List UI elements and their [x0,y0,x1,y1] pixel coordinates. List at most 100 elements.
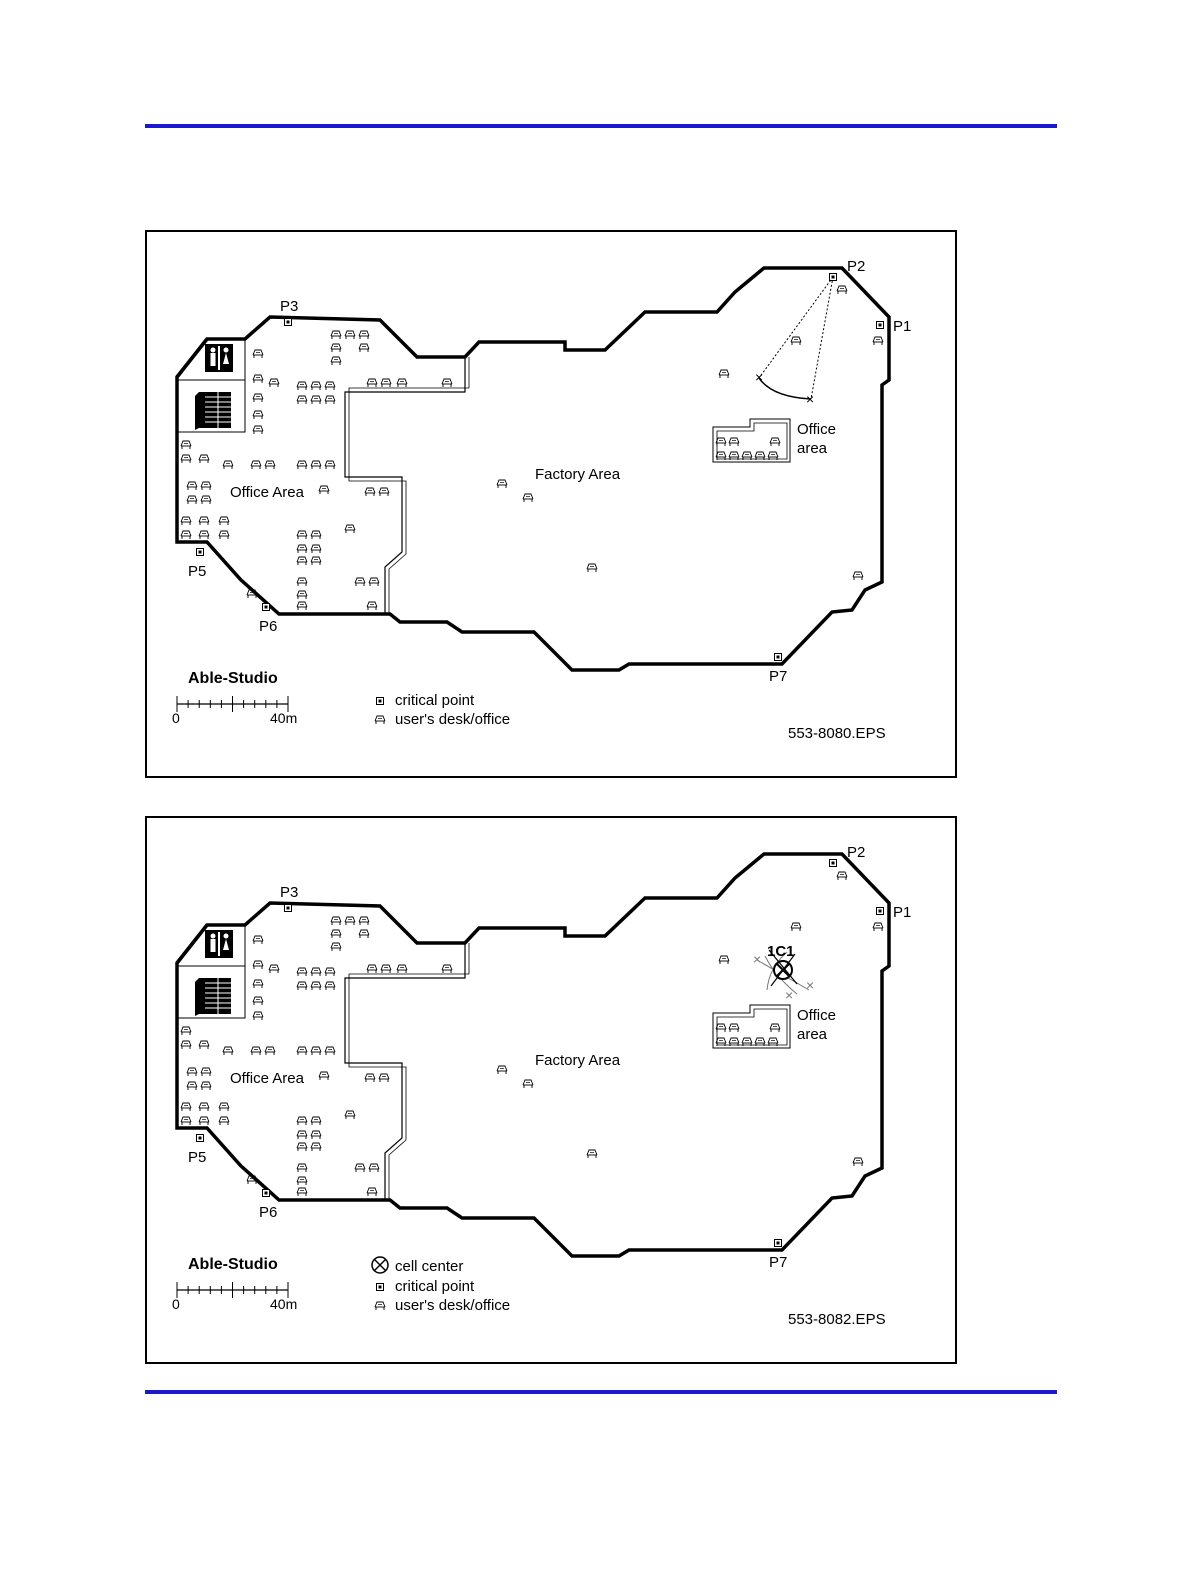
desk-icon [365,488,375,496]
building-outline [177,854,889,1256]
office-area-label: Office Area [230,484,305,501]
desk-icon [201,1082,211,1090]
floor-plan-svg-2: × × × 1C1 Office Area Factory Area Offic… [147,818,955,1362]
critical-point-icon [830,274,837,281]
building-outline [177,268,889,670]
desk-icon [201,482,211,490]
desk-icon [311,531,321,539]
desk-icon [367,379,377,387]
point-label-p1: P1 [893,318,911,335]
floor-plan-svg-1: × × Office Area Factory Area Office area… [147,232,955,776]
desk-icon [770,438,780,446]
legend-critical-point-icon [377,698,384,705]
scale-start: 0 [172,710,180,726]
desk-icon [311,1131,321,1139]
desk-icon [523,1080,533,1088]
desk-icon [367,965,377,973]
desk-icon [297,968,307,976]
critical-point-icon [877,322,884,329]
desk-icon [297,1117,307,1125]
desk-icon [199,455,209,463]
desk-layer [181,286,883,610]
desk-icon [297,1188,307,1196]
desk-icon [219,1117,229,1125]
desk-icon [325,982,335,990]
desk-icon [181,455,191,463]
floor-plan-figure-1: × × Office Area Factory Area Office area… [145,230,957,778]
desk-icon [265,461,275,469]
legend-critical-point-label: critical point [395,1278,475,1295]
svg-text:×: × [806,391,814,407]
stairs-icon [195,392,231,430]
point-label-p5: P5 [188,563,206,580]
legend-critical-point-icon [377,1284,384,1291]
desk-icon [359,930,369,938]
desk-icon [219,1103,229,1111]
desk-icon [187,496,197,504]
desk-icon [297,591,307,599]
desk-icon [331,331,341,339]
desk-icon [311,396,321,404]
desk-icon [297,982,307,990]
desk-icon [297,396,307,404]
desk-icon [311,968,321,976]
desk-icon [297,545,307,553]
desk-icon [369,1164,379,1172]
desk-icon [873,337,883,345]
desk-icon [181,1041,191,1049]
desk-icon [791,923,801,931]
desk-icon [497,1066,507,1074]
desk-icon [325,461,335,469]
desk-icon [181,517,191,525]
desk-icon [345,917,355,925]
desk-icon [297,578,307,586]
site-name: Able-Studio [188,670,278,687]
small-office-label: Office [797,1007,836,1024]
legend-desk-icon [375,1302,385,1310]
desk-icon [253,394,263,402]
small-office-label-2: area [797,1026,828,1043]
desk-icon [199,1103,209,1111]
desk-icon [199,517,209,525]
desk-icon [297,382,307,390]
bottom-rule [145,1390,1057,1394]
desk-icon [381,965,391,973]
desk-icon [253,426,263,434]
desk-icon [729,1024,739,1032]
desk-icon [265,1047,275,1055]
desk-icon [355,1164,365,1172]
desk-icon [375,716,385,724]
legend-desk-label: user's desk/office [395,1297,510,1314]
desk-icon [331,930,341,938]
critical-point-icon [377,1284,384,1291]
legend: critical point user's desk/office [375,692,510,728]
desk-icon [201,496,211,504]
desk-icon [853,572,863,580]
critical-point-icon [285,905,292,912]
legend-cell-center-label: cell center [395,1258,463,1275]
desk-icon [297,1177,307,1185]
desk-icon [587,1150,597,1158]
legend: cell center critical point user's desk/o… [372,1257,510,1314]
desk-icon [853,1158,863,1166]
desk-icon [325,968,335,976]
point-label-p6: P6 [259,1204,277,1221]
desk-icon [325,1047,335,1055]
washroom-area [177,339,245,432]
critical-point-icon [263,604,270,611]
desk-icon [181,1103,191,1111]
desk-icon [181,531,191,539]
point-label-p7: P7 [769,1254,787,1271]
point-label-p5: P5 [188,1149,206,1166]
desk-icon [345,525,355,533]
desk-icon [379,488,389,496]
desk-icon [181,441,191,449]
desk-icon [497,480,507,488]
desk-icon [331,917,341,925]
desk-icon [442,965,452,973]
desk-layer [181,872,883,1196]
svg-text:×: × [753,951,761,967]
desk-icon [359,917,369,925]
desk-icon [397,965,407,973]
critical-point-icon [197,1135,204,1142]
